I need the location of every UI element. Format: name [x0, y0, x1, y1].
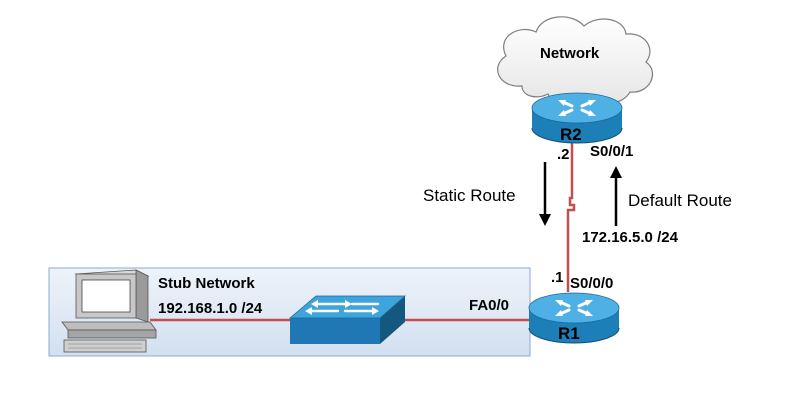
router-r1-label: R1	[558, 324, 580, 343]
r2-host-label: .2	[557, 146, 570, 163]
router-r2-label: R2	[560, 125, 582, 144]
serial-link	[566, 142, 576, 292]
default-route-label: Default Route	[628, 191, 732, 210]
router-r1-icon[interactable]	[528, 292, 620, 344]
r2-serial-label: S0/0/1	[590, 143, 634, 160]
pc-icon[interactable]	[61, 269, 157, 353]
stub-network-title: Stub Network	[158, 275, 255, 292]
stub-network-subnet: 192.168.1.0 /24	[158, 300, 263, 317]
wan-subnet-label: 172.16.5.0 /24	[582, 229, 678, 246]
default-route-arrow	[610, 166, 622, 226]
cloud-label: Network	[540, 45, 600, 62]
r1-serial-label: S0/0/0	[570, 275, 614, 292]
router-r2-icon[interactable]	[531, 92, 623, 144]
r1-host-label: .1	[551, 269, 564, 286]
switch-icon[interactable]	[288, 295, 407, 344]
static-route-arrow	[539, 162, 551, 226]
r1-fast-label: FA0/0	[469, 297, 510, 314]
static-route-label: Static Route	[423, 186, 516, 205]
